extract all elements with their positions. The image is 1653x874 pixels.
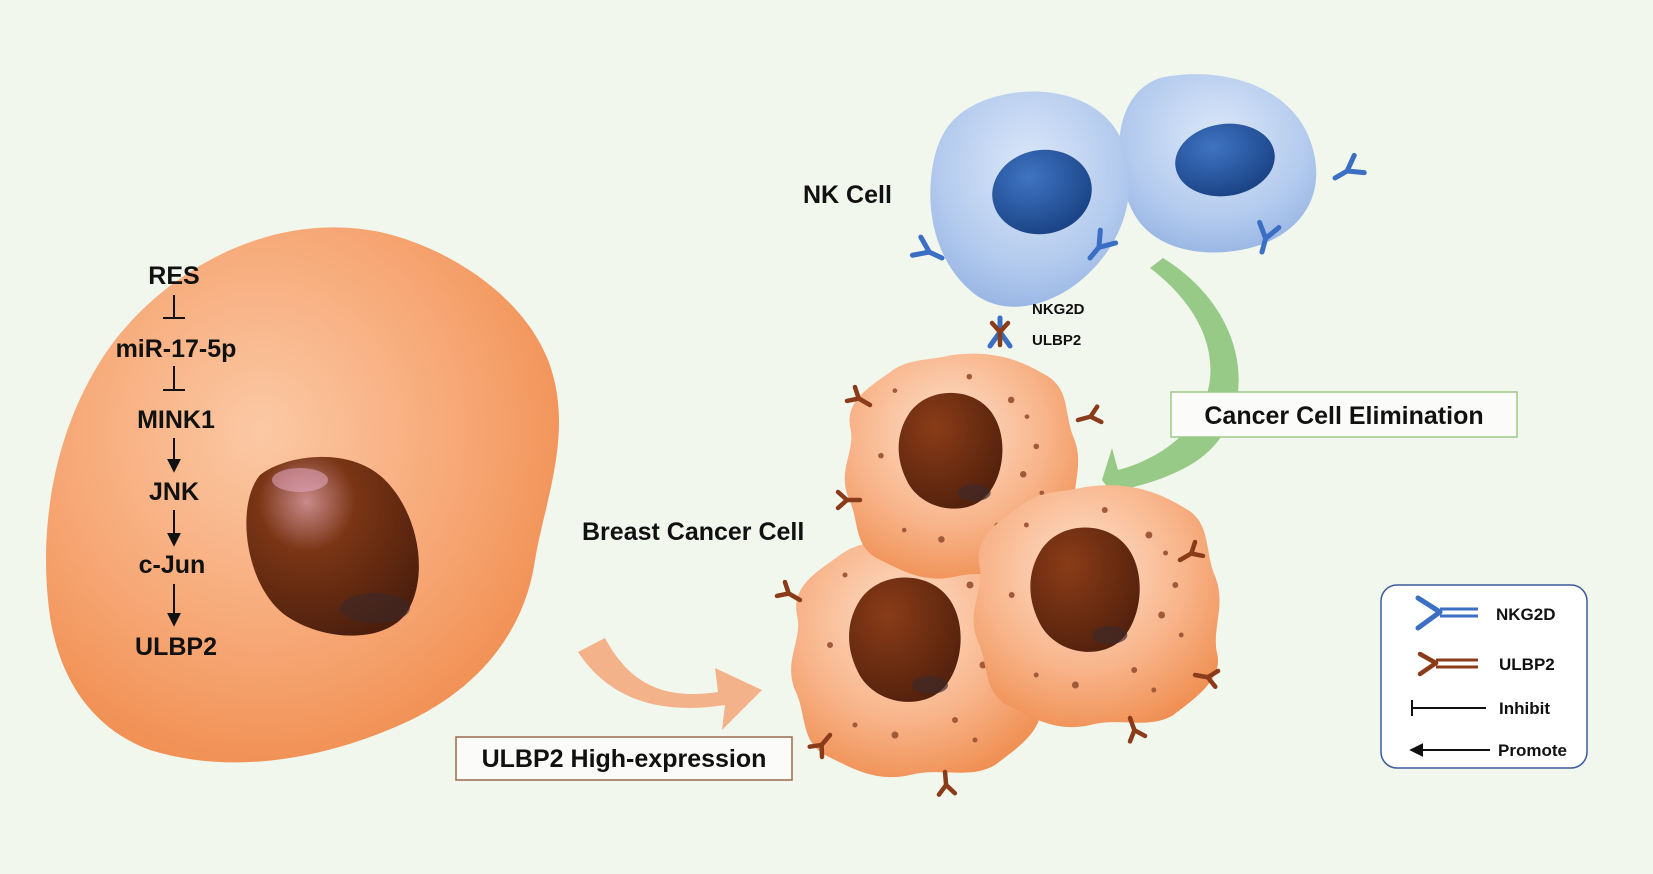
elimination-arrow-green [1102,258,1239,512]
cancer-cell-bottom-right [973,485,1220,741]
breast-cancer-cell-cluster [777,353,1220,795]
nkg2d-binding-label: NKG2D [1032,301,1085,318]
pathway-step-mink1: MINK1 [137,406,215,434]
legend-nkg2d-icon [1415,595,1478,631]
inhibit-link-1 [163,295,185,319]
promote-arrow-orange [578,638,762,730]
nk-cell-left [912,91,1130,346]
nk-cell-right [1118,74,1364,254]
legend-ulbp2-icon [1417,651,1478,677]
legend: NKG2D ULBP2 Inhibit Promote [1380,584,1588,769]
nk-cell-label: NK Cell [803,181,892,209]
cancer-cell-elimination-label: Cancer Cell Elimination [1204,402,1483,430]
ulbp2-high-expression-box: ULBP2 High-expression [455,736,793,781]
legend-promote-label: Promote [1498,741,1567,760]
pathway-step-res: RES [148,262,199,290]
large-cancer-cell [46,227,559,763]
ulbp2-binding-label: ULBP2 [1032,332,1081,349]
pathway-step-mir-17-5p: miR-17-5p [116,335,237,363]
legend-inhibit-label: Inhibit [1499,699,1550,718]
ulbp2-high-expression-label: ULBP2 High-expression [482,745,767,773]
signaling-pathway: RES miR-17-5p MINK1 JNK c-Jun ULBP2 [116,262,237,661]
pathway-step-c-jun: c-Jun [139,551,206,579]
cancer-cell-elimination-box: Cancer Cell Elimination [1170,391,1518,438]
breast-cancer-cell-label: Breast Cancer Cell [582,518,804,546]
pathway-step-jnk: JNK [149,478,199,506]
inhibit-link-2 [163,366,185,391]
pathway-step-ulbp2: ULBP2 [135,633,217,661]
legend-nkg2d-label: NKG2D [1496,605,1556,624]
legend-inhibit-icon [1411,700,1486,716]
legend-ulbp2-label: ULBP2 [1499,655,1555,674]
